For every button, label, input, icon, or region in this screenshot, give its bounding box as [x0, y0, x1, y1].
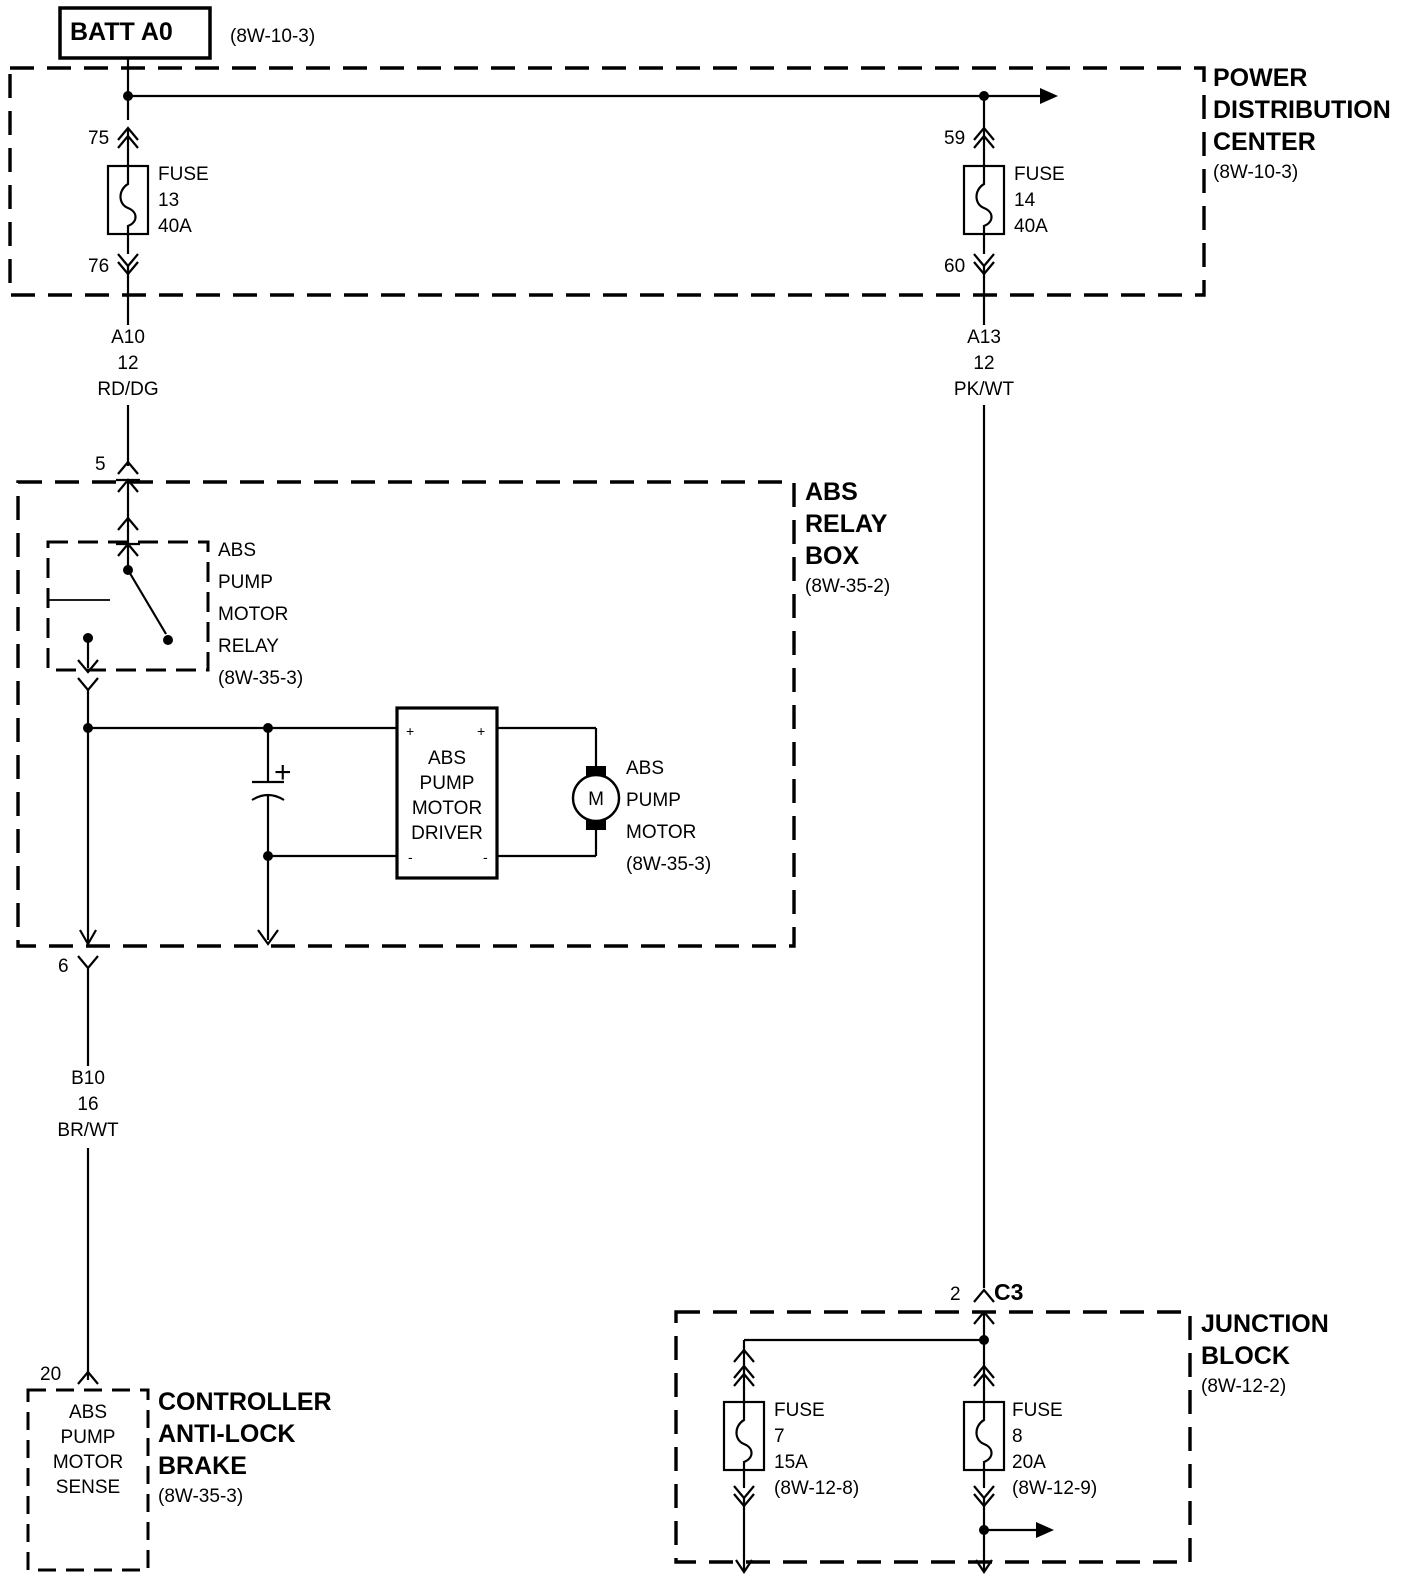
controller-inner-2: PUMP	[61, 1427, 116, 1448]
relay-label-3: MOTOR	[218, 604, 288, 625]
motor-label-3: MOTOR	[626, 822, 696, 843]
controller-inner-4: SENSE	[56, 1477, 120, 1498]
fuse14-pin-top: 59	[944, 128, 965, 149]
pdc-title-2: DISTRIBUTION	[1213, 96, 1391, 124]
relay-box-pin-in: 5	[95, 454, 106, 475]
fuse14-label-2: 14	[1014, 190, 1036, 211]
junction-block	[674, 1310, 1192, 1564]
controller-ref: (8W-35-3)	[158, 1486, 243, 1507]
controller-inner-1: ABS	[69, 1402, 107, 1423]
driver-label-4: DRIVER	[411, 823, 483, 844]
relay-label-4: RELAY	[218, 636, 279, 657]
capacitor	[251, 728, 285, 940]
fuse8-ref: (8W-12-9)	[1012, 1478, 1097, 1499]
fuse-13	[106, 126, 150, 325]
fuse7-label-3: 15A	[774, 1452, 808, 1473]
driver-label-1: ABS	[428, 748, 466, 769]
bus-arrow-icon	[1040, 88, 1058, 104]
motor-label-1: ABS	[626, 758, 664, 779]
junction-title-1: JUNCTION	[1201, 1310, 1329, 1338]
motor-ref: (8W-35-3)	[626, 854, 711, 875]
controller-title-2: ANTI-LOCK	[158, 1420, 295, 1448]
fuse13-label-1: FUSE	[158, 164, 209, 185]
wire-a13-gauge: 12	[973, 353, 994, 374]
driver-plus-left: +	[406, 723, 414, 739]
pump-motor-driver	[395, 706, 499, 880]
relay-label-1: ABS	[218, 540, 256, 561]
junction-title-2: BLOCK	[1201, 1342, 1290, 1370]
fuse7-label-1: FUSE	[774, 1400, 825, 1421]
junction-connector: C3	[994, 1279, 1023, 1305]
fuse-14	[962, 120, 1006, 325]
fuse8-label-3: 20A	[1012, 1452, 1046, 1473]
relay-box-title-1: ABS	[805, 478, 858, 506]
controller-title-1: CONTROLLER	[158, 1388, 332, 1416]
fuse-7	[722, 1348, 766, 1574]
wire-a13-code: A13	[967, 327, 1001, 348]
driver-plus-right: +	[477, 723, 485, 739]
battery-box	[58, 6, 212, 60]
wire-b10-code: B10	[71, 1068, 105, 1089]
pdc-title-3: CENTER	[1213, 128, 1316, 156]
fuse7-label-2: 7	[774, 1426, 785, 1447]
relay-box	[16, 480, 796, 948]
wire-b10-color: BR/WT	[57, 1120, 119, 1141]
driver-minus-left: -	[408, 849, 413, 865]
motor-symbol: M	[588, 789, 604, 810]
motor-label-2: PUMP	[626, 790, 681, 811]
driver-minus-right: -	[483, 849, 488, 865]
controller-sense-box	[26, 1388, 150, 1572]
relay-box-pin-out: 6	[58, 956, 69, 977]
fuse-8	[962, 1364, 1054, 1574]
driver-label-3: MOTOR	[412, 798, 482, 819]
fuse13-label-2: 13	[158, 190, 179, 211]
relay-box-ref: (8W-35-2)	[805, 576, 890, 597]
pump-motor	[571, 766, 621, 830]
controller-pin: 20	[40, 1364, 61, 1385]
pdc-ref: (8W-10-3)	[1213, 162, 1298, 183]
pump-motor-relay	[46, 540, 210, 672]
relay-box-title-2: RELAY	[805, 510, 888, 538]
fuse14-label-1: FUSE	[1014, 164, 1065, 185]
capacitor-plus: +	[274, 756, 292, 789]
fuse13-pin-top: 75	[88, 128, 109, 149]
pdc-title-1: POWER	[1213, 64, 1307, 92]
controller-inner-3: MOTOR	[53, 1452, 123, 1473]
fuse14-label-3: 40A	[1014, 216, 1048, 237]
junction-pin: 2	[950, 1284, 961, 1305]
relay-label-2: PUMP	[218, 572, 273, 593]
driver-label-2: PUMP	[420, 773, 475, 794]
relay-box-title-3: BOX	[805, 542, 860, 570]
relay-switch-arm	[127, 569, 167, 635]
wire-a10-gauge: 12	[117, 353, 138, 374]
fuse8-label-1: FUSE	[1012, 1400, 1063, 1421]
battery-label: BATT A0	[70, 18, 173, 46]
fuse8-label-2: 8	[1012, 1426, 1023, 1447]
battery-ref: (8W-10-3)	[230, 26, 315, 47]
wire-a13-color: PK/WT	[954, 379, 1015, 400]
pdc-box	[8, 66, 1206, 297]
fuse13-label-3: 40A	[158, 216, 192, 237]
fuse14-pin-bottom: 60	[944, 256, 965, 277]
fuse7-ref: (8W-12-8)	[774, 1478, 859, 1499]
junction-ref: (8W-12-2)	[1201, 1376, 1286, 1397]
relay-ref: (8W-35-3)	[218, 668, 303, 689]
wire-b10-gauge: 16	[77, 1094, 98, 1115]
controller-title-3: BRAKE	[158, 1452, 247, 1480]
wire-a10-code: A10	[111, 327, 145, 348]
fuse13-pin-bottom: 76	[88, 256, 109, 277]
wire-a10-color: RD/DG	[97, 379, 158, 400]
